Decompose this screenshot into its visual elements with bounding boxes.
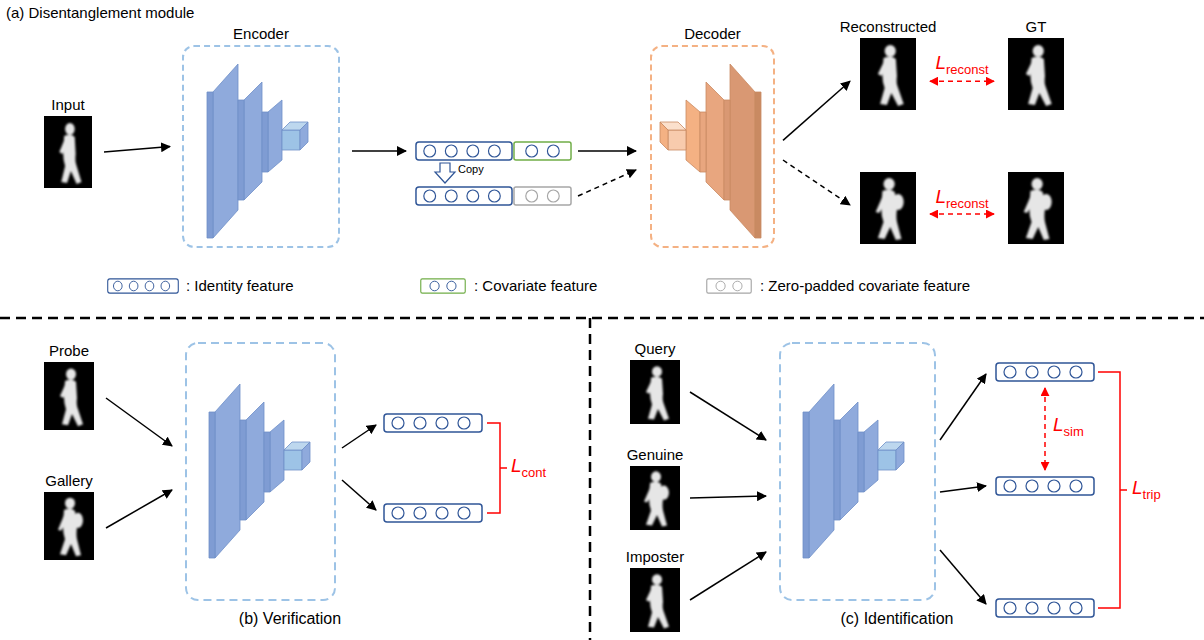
- decoder-box: Decoder: [650, 45, 775, 248]
- loss-symbol: L: [935, 52, 946, 73]
- loss-symbol: L: [1132, 477, 1143, 498]
- loss-subscript: cont: [522, 465, 547, 480]
- arrow-connector: [930, 80, 994, 82]
- loss-symbol: L: [1053, 414, 1064, 435]
- subfigure-caption: (c) Identification: [841, 610, 954, 628]
- node-heading: Query: [635, 340, 676, 357]
- loss-label: Lreconst: [935, 186, 988, 211]
- loss-subscript: reconst: [946, 196, 989, 211]
- loss-label: Ltrip: [1132, 477, 1161, 502]
- legend-entry: : Identity feature: [186, 277, 294, 294]
- node-heading: Probe: [49, 342, 89, 359]
- arrow-connector: [104, 147, 170, 153]
- silhouette-image: Genuine: [630, 466, 680, 530]
- silhouette-image: Gallery: [44, 492, 94, 560]
- silhouette-image: Imposter: [630, 568, 680, 632]
- arrow-connector: [783, 81, 850, 140]
- silhouette-image: Probe: [44, 362, 94, 430]
- node-heading: Reconstructed: [840, 18, 937, 35]
- legend-text: : Zero-padded covariate feature: [760, 277, 970, 294]
- node-heading: Genuine: [627, 446, 684, 463]
- loss-subscript: sim: [1064, 424, 1084, 439]
- legend-entry: : Zero-padded covariate feature: [760, 277, 970, 294]
- silhouette-image: Reconstructed: [860, 38, 916, 110]
- subfigure-caption: (b) Verification: [239, 610, 341, 628]
- silhouette-image: GT: [1008, 38, 1064, 110]
- loss-subscript: reconst: [946, 62, 989, 77]
- loss-label: Lreconst: [935, 52, 988, 77]
- loss-symbol: L: [935, 186, 946, 207]
- legend-entry: : Covariate feature: [474, 277, 597, 294]
- silhouette-image: Input: [44, 116, 92, 188]
- node-heading: Decoder: [684, 25, 741, 42]
- loss-subscript: trip: [1143, 487, 1161, 502]
- legend-text: : Identity feature: [186, 277, 294, 294]
- loss-label: Lcont: [511, 455, 546, 480]
- node-heading: Gallery: [45, 472, 93, 489]
- loss-symbol: L: [511, 455, 522, 476]
- silhouette-image: Query: [630, 360, 680, 424]
- node-heading: Imposter: [626, 548, 684, 565]
- copy-label: Copy: [458, 163, 484, 175]
- legend-text: : Covariate feature: [474, 277, 597, 294]
- loss-label: Lsim: [1053, 414, 1084, 439]
- node-heading: GT: [1026, 18, 1047, 35]
- section-title: (a) Disentanglement module: [6, 4, 194, 21]
- node-heading: Encoder: [233, 25, 289, 42]
- node-heading: Input: [51, 96, 84, 113]
- encoder-box: Encoder: [182, 45, 340, 248]
